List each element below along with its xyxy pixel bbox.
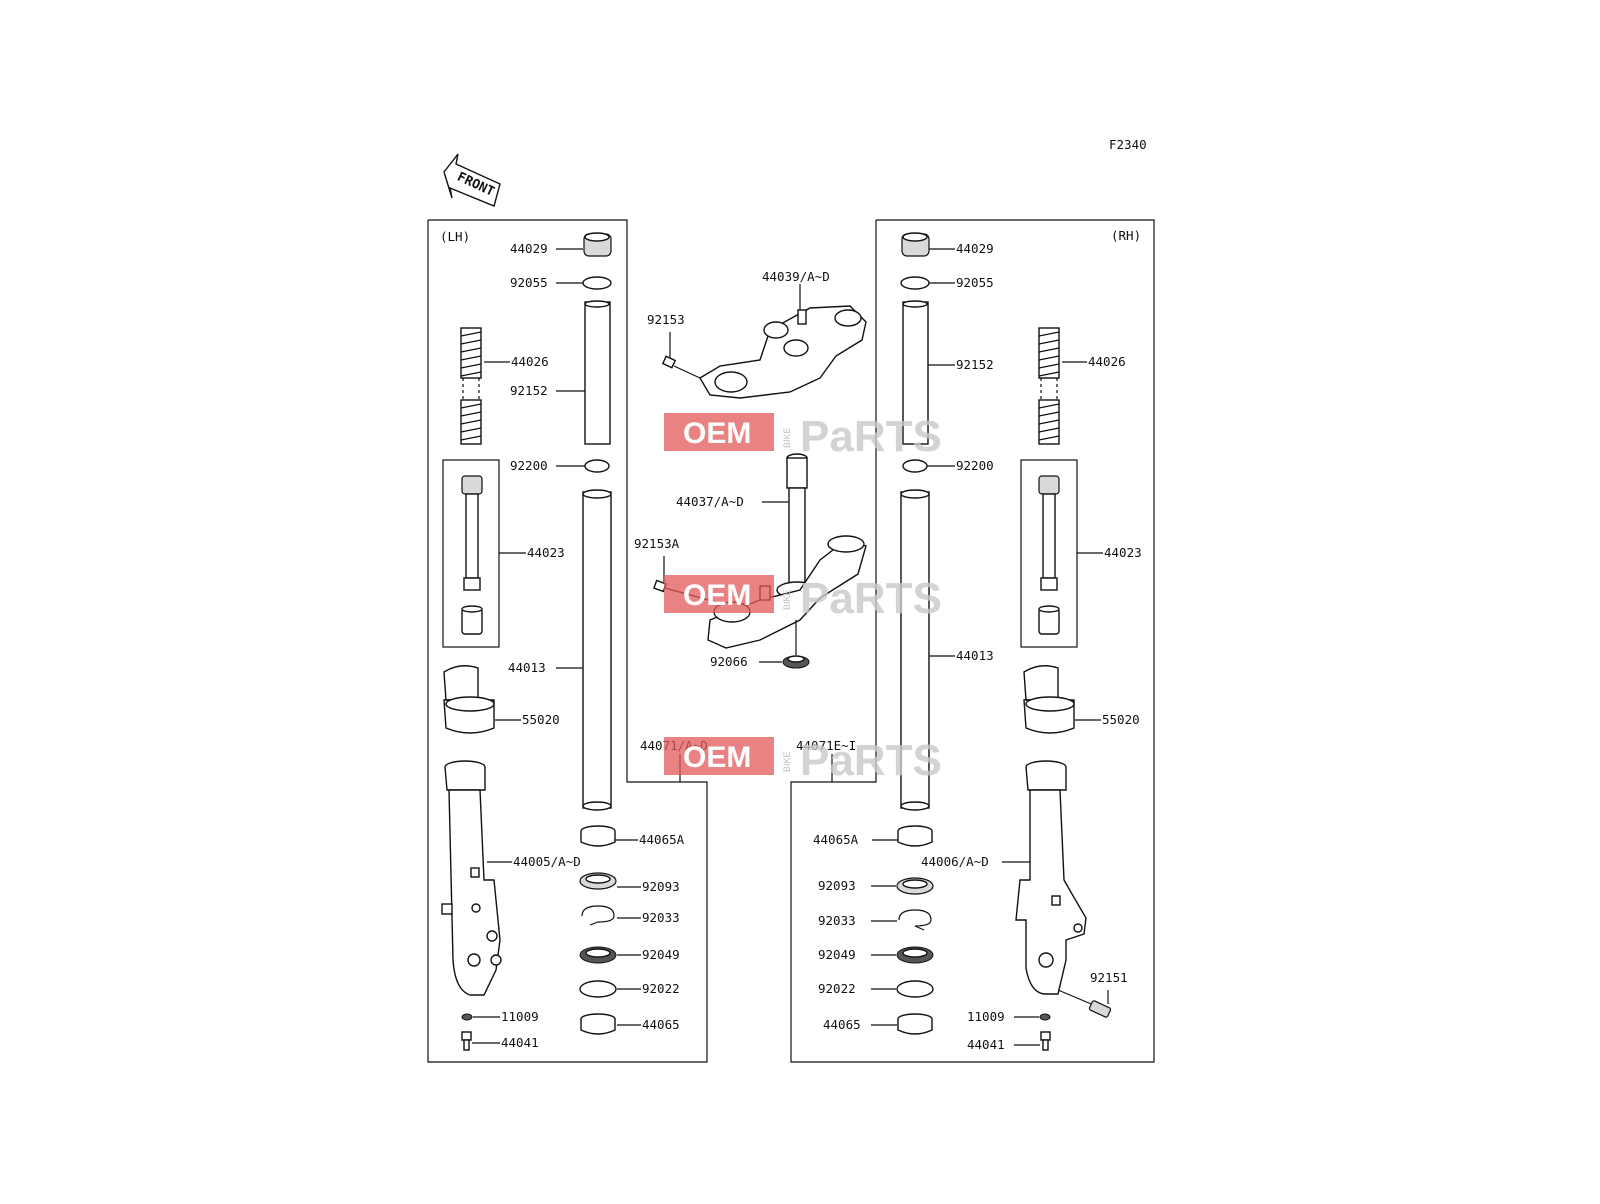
- watermark-2: OEM BIKE PaRTS: [664, 574, 942, 623]
- lh-label-92152: 92152: [510, 383, 548, 398]
- watermark-bike-2: BIKE: [782, 589, 792, 610]
- rh-label-44006: 44006/A~D: [921, 854, 989, 869]
- center-label-92066: 92066: [710, 654, 748, 669]
- rh-fork-pipe-short: [902, 300, 929, 445]
- lh-cylinder-unit: [461, 475, 483, 635]
- center-bolt-92153: [661, 355, 701, 379]
- rh-label-55020: 55020: [1102, 712, 1140, 727]
- center-label-44037: 44037/A~D: [676, 494, 744, 509]
- watermark-oem-3: OEM: [683, 741, 751, 774]
- lh-fork-spring: [460, 327, 482, 445]
- lh-label-92022: 92022: [642, 981, 680, 996]
- rh-washer: [902, 459, 928, 473]
- steering-nut: [782, 655, 810, 669]
- rh-gasket: [1039, 1013, 1051, 1021]
- lh-label-44023: 44023: [527, 545, 565, 560]
- lh-label-11009: 11009: [501, 1009, 539, 1024]
- rh-inner-tube: [900, 489, 930, 811]
- rh-o-ring: [900, 276, 930, 290]
- center-label-44039: 44039/A~D: [762, 269, 830, 284]
- watermark-parts-3: PaRTS: [800, 736, 942, 785]
- lh-label-44065A: 44065A: [639, 832, 685, 847]
- rh-label-92152: 92152: [956, 357, 994, 372]
- lh-fork-guard: [443, 665, 495, 734]
- rh-label-11009: 11009: [967, 1009, 1005, 1024]
- lh-label-44041: 44041: [501, 1035, 539, 1050]
- watermark-parts-1: PaRTS: [800, 412, 942, 461]
- rh-label-44065A: 44065A: [813, 832, 859, 847]
- lh-label-92033: 92033: [642, 910, 680, 925]
- lh-oil-seal: [579, 872, 617, 890]
- rh-oil-seal: [896, 877, 934, 895]
- watermark-parts-2: PaRTS: [800, 574, 942, 623]
- center-label-92153: 92153: [647, 312, 685, 327]
- lh-label-44029: 44029: [510, 241, 548, 256]
- lh-gasket: [461, 1013, 473, 1021]
- diagram-code: F2340: [1109, 137, 1147, 152]
- rh-fork-spring: [1038, 327, 1060, 445]
- rh-label-92049: 92049: [818, 947, 856, 962]
- rh-washer-92022: [896, 980, 934, 998]
- rh-axle-bolt: [1057, 989, 1112, 1018]
- rh-label-44026: 44026: [1088, 354, 1126, 369]
- lh-washer-92022: [579, 980, 617, 998]
- rh-fork-cap: [901, 232, 930, 257]
- lh-label-44005: 44005/A~D: [513, 854, 581, 869]
- rh-bolt: [1040, 1031, 1051, 1051]
- lh-dust-seal: [579, 946, 617, 964]
- lh-group-outline: [427, 219, 708, 1063]
- rh-group-outline: [790, 219, 1155, 1063]
- watermark-bike-3: BIKE: [782, 751, 792, 772]
- lh-label-44065: 44065: [642, 1017, 680, 1032]
- lh-inner-tube: [582, 489, 612, 811]
- rh-label-92093: 92093: [818, 878, 856, 893]
- rh-fork-guard: [1023, 665, 1075, 734]
- rh-slide-bushing: [897, 825, 933, 847]
- rh-label-44041: 44041: [967, 1037, 1005, 1052]
- rh-label-44065: 44065: [823, 1017, 861, 1032]
- front-arrow-icon: FRONT: [443, 153, 501, 207]
- rh-label-44023: 44023: [1104, 545, 1142, 560]
- lh-side-label: (LH): [440, 229, 470, 244]
- lh-label-92049: 92049: [642, 947, 680, 962]
- lh-circlip: [581, 905, 615, 926]
- watermark-oem-1: OEM: [683, 417, 751, 450]
- rh-guide-bushing: [897, 1013, 933, 1035]
- rh-side-label: (RH): [1111, 228, 1141, 243]
- rh-label-92151: 92151: [1090, 970, 1128, 985]
- lh-fork-cap: [583, 232, 612, 257]
- lh-outer-tube: [441, 760, 502, 996]
- rh-outer-tube: [1015, 760, 1087, 995]
- rh-label-92200: 92200: [956, 458, 994, 473]
- lh-guide-bushing: [580, 1013, 616, 1035]
- rh-circlip: [898, 909, 932, 931]
- lh-bolt: [461, 1031, 472, 1051]
- rh-label-92055: 92055: [956, 275, 994, 290]
- rh-label-44071E: 44071E~I: [796, 738, 856, 753]
- lh-slide-bushing: [580, 825, 616, 847]
- lh-label-92055: 92055: [510, 275, 548, 290]
- watermark-oem-2: OEM: [683, 579, 751, 612]
- rh-dust-seal: [896, 946, 934, 964]
- watermark-3: OEM BIKE PaRTS: [664, 736, 942, 785]
- rh-label-92022: 92022: [818, 981, 856, 996]
- lh-label-92093: 92093: [642, 879, 680, 894]
- lh-fork-pipe-short: [584, 300, 611, 445]
- watermark-1: OEM BIKE PaRTS: [664, 412, 942, 461]
- lh-washer: [584, 459, 610, 473]
- rh-label-44013: 44013: [956, 648, 994, 663]
- rh-cylinder-unit: [1038, 475, 1060, 635]
- lh-label-44013: 44013: [508, 660, 546, 675]
- lh-label-44026: 44026: [511, 354, 549, 369]
- rh-label-44029: 44029: [956, 241, 994, 256]
- lh-label-55020: 55020: [522, 712, 560, 727]
- upper-triple-clamp: [699, 305, 867, 399]
- lh-o-ring: [582, 276, 612, 290]
- lh-label-92200: 92200: [510, 458, 548, 473]
- rh-label-92033: 92033: [818, 913, 856, 928]
- watermark-bike-1: BIKE: [782, 427, 792, 448]
- center-label-92153A: 92153A: [634, 536, 680, 551]
